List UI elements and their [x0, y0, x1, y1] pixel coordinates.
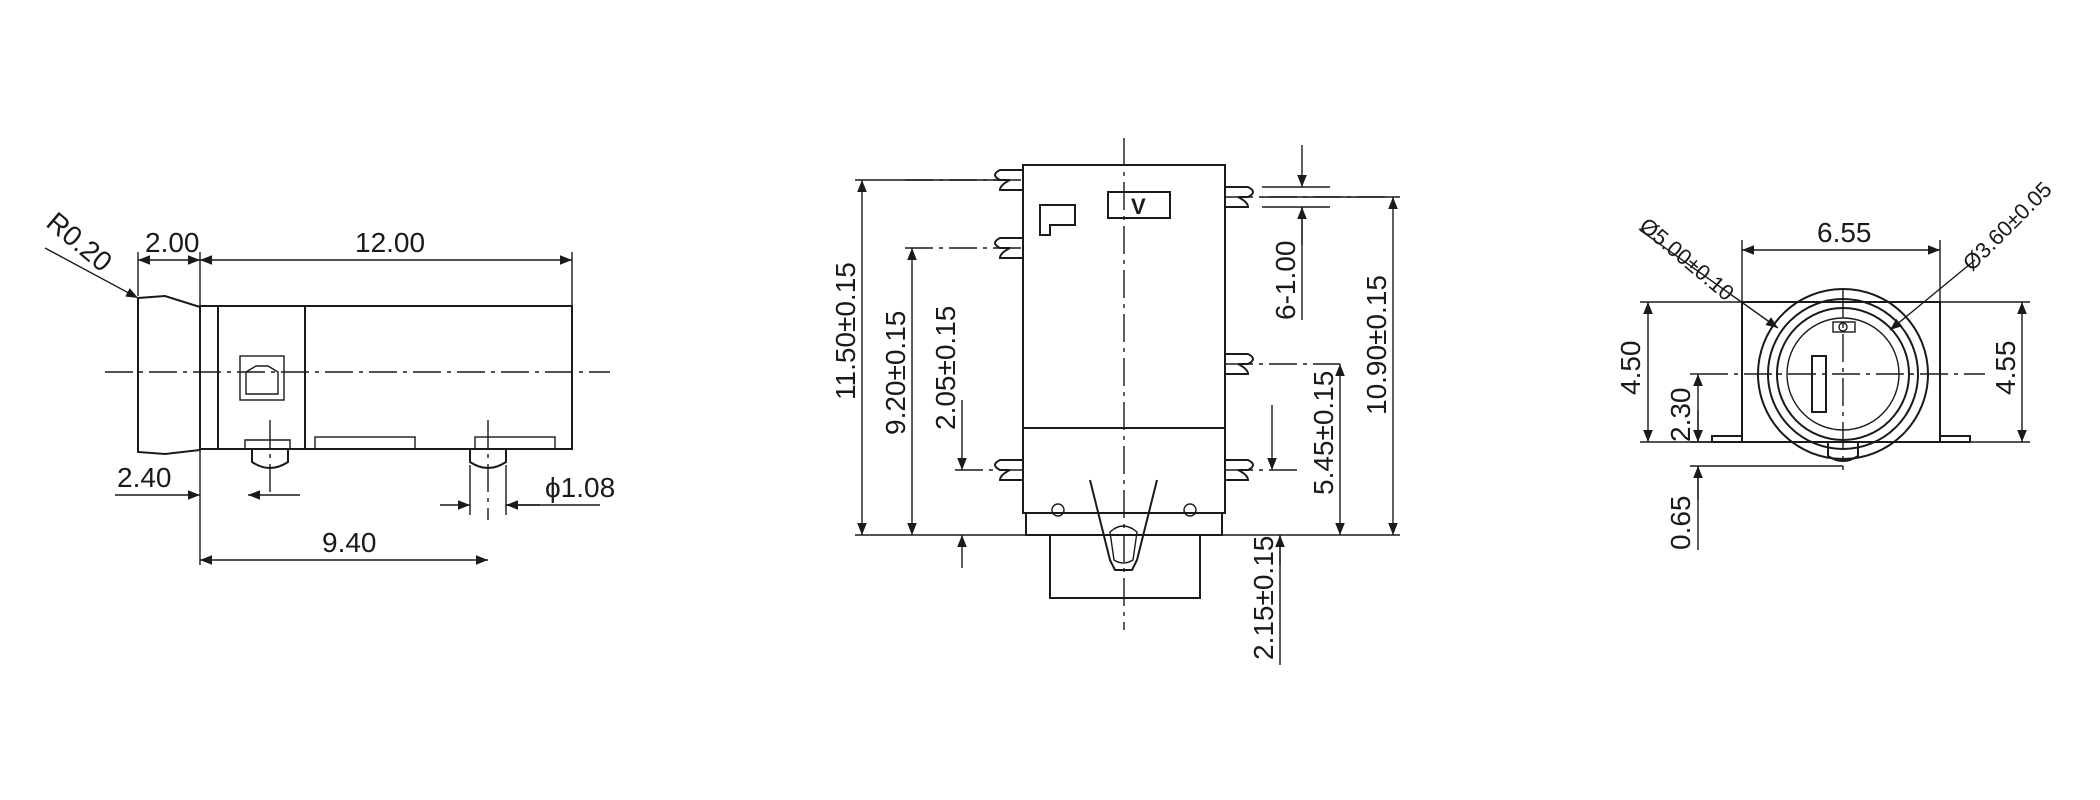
front-pins-right [1225, 186, 1254, 481]
label-dim-height-left: 4.50 [1615, 341, 1646, 396]
end-bottom-pin [1827, 442, 1859, 462]
front-corner-marker [1039, 204, 1076, 236]
label-dim-bottom: 2.15±0.15 [1248, 536, 1279, 660]
label-dim-inner-pin: 2.05±0.15 [930, 306, 961, 430]
end-housing [1741, 301, 1941, 443]
side-body-front [137, 294, 201, 456]
label-dim-pitch: 9.40 [322, 527, 377, 558]
label-dim-offset: 2.40 [117, 462, 172, 493]
label-dim-height-right: 4.55 [1990, 341, 2021, 396]
front-barrel [1049, 534, 1201, 599]
label-dim-pin: ϕ1.08 [545, 472, 615, 503]
label-dim-length: 12.00 [355, 227, 425, 258]
end-view: 6.55 Ø5.00±0.10 Ø3.60±0.05 4.50 2.30 4.5… [1615, 177, 2057, 550]
front-pins-left [994, 169, 1023, 481]
end-contact [1811, 355, 1827, 413]
label-dim-total-height: 11.50±0.15 [830, 262, 861, 400]
label-dim-inner-dia: Ø3.60±0.05 [1958, 177, 2057, 276]
label-dim-upper-pin: 9.20±0.15 [880, 311, 911, 435]
side-view: 2.00 12.00 R0.20 2.40 ϕ1.08 9.40 [41, 206, 615, 565]
label-dim-right-pin: 5.45±0.15 [1308, 371, 1339, 495]
side-body-main [199, 305, 573, 450]
label-dim-center: 2.30 [1665, 388, 1696, 443]
label-dim-outer-dia: Ø5.00±0.10 [1635, 213, 1739, 306]
front-view: V 11.50±0.15 9.2 [830, 138, 1400, 665]
side-latch [239, 355, 285, 401]
label-dim-foot: 0.65 [1665, 496, 1696, 551]
front-marker-label: V [1131, 194, 1146, 219]
label-dim-pin-width: 6-1.00 [1270, 241, 1301, 320]
label-dim-width: 6.55 [1817, 217, 1872, 248]
label-dim-right-height: 10.90±0.15 [1361, 275, 1392, 415]
front-marker-box [1107, 191, 1171, 219]
label-dim-front: 2.00 [145, 227, 200, 258]
